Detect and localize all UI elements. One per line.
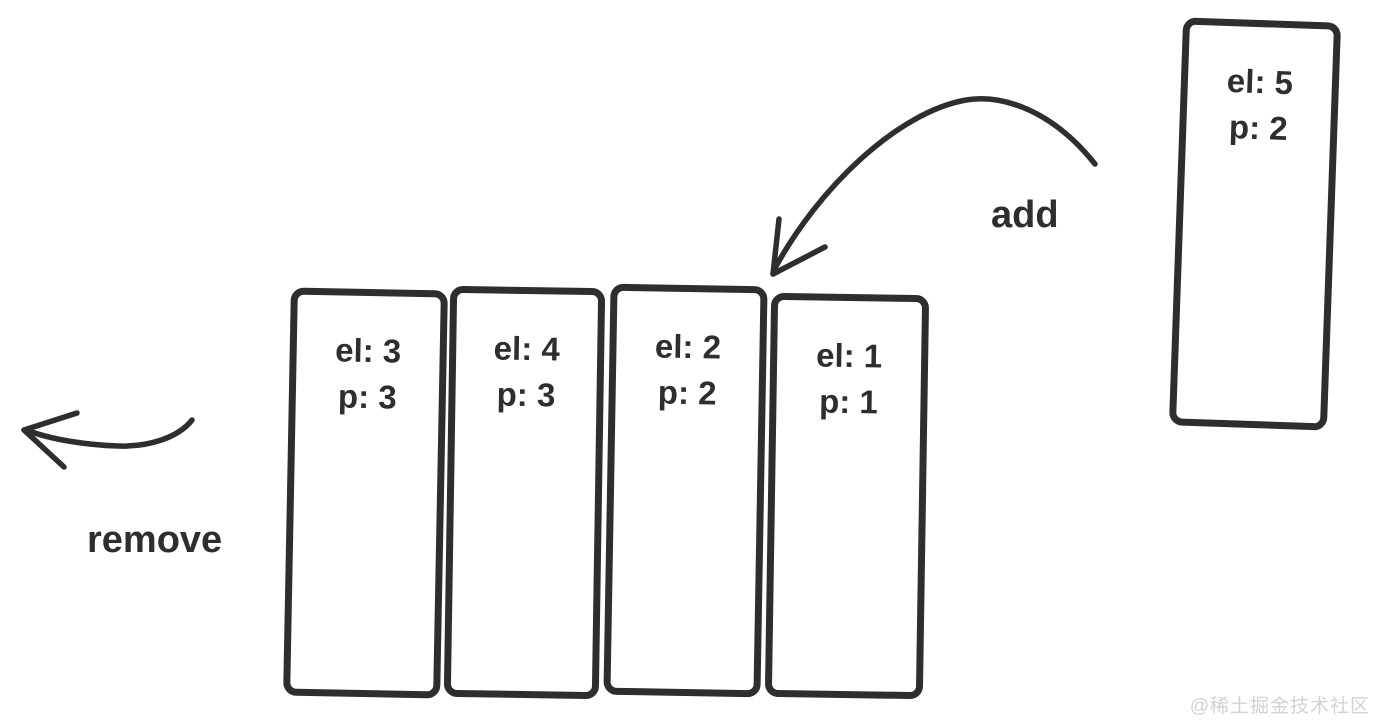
- card-priority-line: p: 3: [496, 375, 556, 414]
- remove-arrow-icon: [21, 410, 195, 470]
- card-priority-line: p: 3: [337, 377, 398, 416]
- card-priority-line: p: 2: [657, 373, 717, 412]
- watermark: @稀土掘金技术社区: [1189, 696, 1370, 717]
- queue-card-1: el: 3 p: 3: [283, 287, 448, 699]
- card-priority-line: p: 1: [818, 382, 879, 421]
- queue-card-4: el: 1 p: 1: [764, 292, 930, 700]
- queue-card-3: el: 2 p: 2: [603, 283, 768, 698]
- card-element-line: el: 4: [493, 329, 561, 368]
- card-element-line: el: 2: [654, 327, 722, 366]
- queue-card-2: el: 4 p: 3: [443, 285, 606, 700]
- remove-label: remove: [87, 519, 223, 561]
- card-priority-line: p: 2: [1228, 108, 1289, 148]
- card-element-line: el: 5: [1226, 61, 1294, 102]
- add-label: add: [991, 194, 1059, 236]
- add-arrow-icon: [770, 96, 1098, 277]
- card-element-line: el: 1: [815, 336, 883, 375]
- card-element-line: el: 3: [334, 331, 402, 370]
- incoming-card: el: 5 p: 2: [1168, 17, 1342, 431]
